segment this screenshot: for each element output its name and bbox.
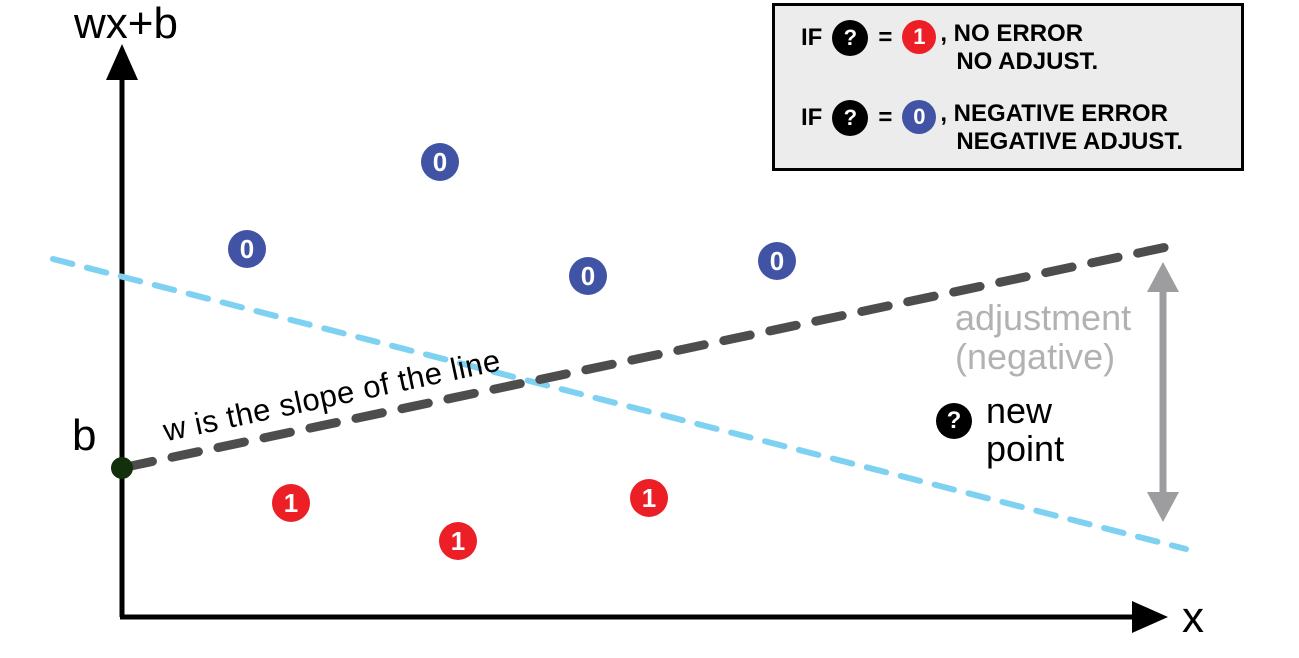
legend-text-line2: NEGATIVE ADJUST. <box>956 128 1184 155</box>
y-intercept-label: b <box>72 411 97 460</box>
adjustment-label-line1: adjustment <box>955 297 1132 338</box>
equals-sign: = <box>878 104 893 131</box>
adjustment-arrow-up-icon <box>1147 262 1179 292</box>
new-point-label-line2: point <box>986 428 1065 469</box>
legend-text: , NEGATIVE ERROR NEGATIVE ADJUST. <box>940 100 1183 156</box>
adjustment-label-line2: (negative) <box>955 336 1116 377</box>
x-axis-arrowhead-icon <box>1132 601 1168 633</box>
decision-line <box>121 239 1186 472</box>
legend-if-label: IF <box>801 104 823 131</box>
class1-point: 1 <box>439 522 477 560</box>
legend-if-label: IF <box>801 24 823 51</box>
x-axis-label: x <box>1182 593 1204 642</box>
equals-sign: = <box>878 24 893 51</box>
class0-point: 0 <box>569 257 607 295</box>
legend-text-line1: , NEGATIVE ERROR <box>940 100 1168 127</box>
class0-point: 0 <box>758 242 796 280</box>
new-point-question-icon: ? <box>936 403 972 439</box>
legend-text-line1: , NO ERROR <box>940 20 1084 47</box>
class0-badge-icon: 0 <box>902 100 937 134</box>
y-axis-label: wx+b <box>74 0 178 48</box>
y-axis-arrowhead-icon <box>106 44 138 80</box>
adjusted-line <box>50 256 1189 552</box>
legend-text: , NO ERROR NO ADJUST. <box>940 20 1098 76</box>
question-badge-icon: ? <box>832 100 869 136</box>
class0-point: 0 <box>421 143 459 181</box>
intercept-dot <box>111 457 133 479</box>
new-point-label-line1: new <box>986 390 1053 431</box>
class1-point: 1 <box>630 479 668 517</box>
legend-box: IF ? = 1 , NO ERROR NO ADJUST. IF ? = 0 … <box>772 3 1244 171</box>
legend-text-line2: NO ADJUST. <box>956 48 1099 75</box>
question-badge-icon: ? <box>832 20 869 56</box>
class1-badge-icon: 1 <box>902 20 937 54</box>
class0-point: 0 <box>228 230 266 268</box>
adjustment-label: adjustment (negative) <box>955 298 1131 376</box>
adjustment-arrow-down-icon <box>1147 492 1179 522</box>
legend-row-no-error: IF ? = 1 , NO ERROR NO ADJUST. <box>801 20 1098 76</box>
legend-row-negative-error: IF ? = 0 , NEGATIVE ERROR NEGATIVE ADJUS… <box>801 100 1183 156</box>
new-point-label: new point <box>986 392 1064 468</box>
class1-point: 1 <box>272 484 310 522</box>
